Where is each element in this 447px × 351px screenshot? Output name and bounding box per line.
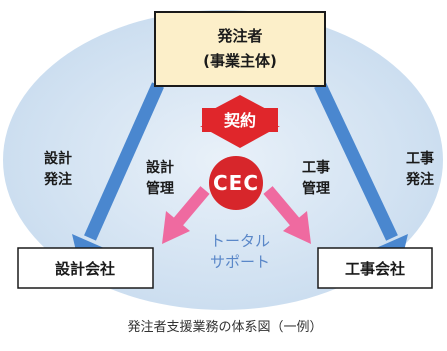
design-management-arrow <box>162 186 210 244</box>
total-support-line2: サポート <box>210 253 270 271</box>
owner-label-line1: 発注者 <box>216 27 262 45</box>
design-order-label-line2: 発注 <box>43 171 72 188</box>
construction-management-label-line1: 工事 <box>302 159 330 176</box>
design-management-label-line1: 設計 <box>146 159 174 176</box>
design-company-box <box>17 247 154 289</box>
construction-order-label-line1: 工事 <box>406 150 434 167</box>
construction-order-label-line2: 発注 <box>405 171 434 188</box>
design-company-label: 設計会社 <box>55 260 115 278</box>
diagram-caption: 発注者支援業務の体系図（一例） <box>127 319 322 335</box>
total-support-line1: トータル <box>210 232 270 250</box>
design-order-label-line1: 設計 <box>44 150 72 167</box>
owner-box <box>154 11 326 87</box>
construction-company-label: 工事会社 <box>345 260 405 278</box>
owner-label-line2: (事業主体) <box>203 52 277 70</box>
construction-company-box <box>317 247 433 289</box>
contract-arrow <box>200 95 280 148</box>
cec-logo <box>209 156 263 210</box>
design-management-label-line2: 管理 <box>146 180 174 197</box>
construction-management-arrow <box>263 186 311 244</box>
construction-management-label-line2: 管理 <box>302 180 330 197</box>
contract-label: 契約 <box>223 111 256 130</box>
cec-label: CEC <box>213 171 259 195</box>
